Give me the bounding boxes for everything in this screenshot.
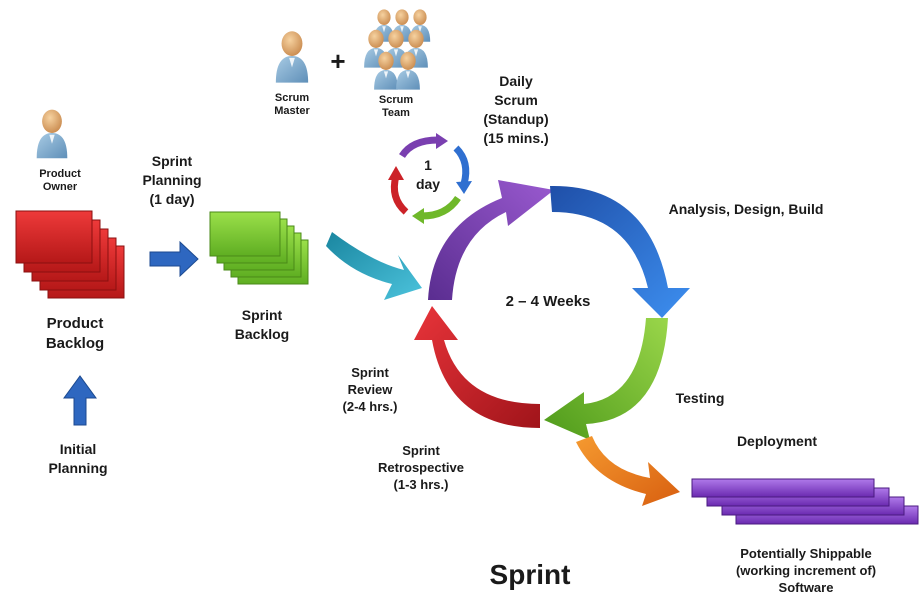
- sprint-backlog-label: Sprint Backlog: [214, 306, 310, 344]
- shippable-line-3: Software: [778, 580, 834, 595]
- scrum-team-icon: [364, 9, 431, 90]
- daily-scrum-line-3: (Standup): [483, 111, 549, 127]
- scrum-team-line-2: Team: [382, 107, 410, 119]
- sprint-review-line-3: (2-4 hrs.): [342, 399, 398, 414]
- sprint-review-label: Sprint Review (2-4 hrs.): [330, 364, 410, 415]
- teal-arrow: [326, 232, 422, 300]
- cycle-arrow-blue: [550, 185, 690, 318]
- sprint-planning-label: Sprint Planning (1 day): [124, 152, 220, 209]
- product-backlog-stack: [15, 210, 125, 299]
- scrum-team-label: Scrum Team: [366, 94, 426, 120]
- sprint-planning-arrow: [149, 240, 199, 278]
- scrum-master-label: Scrum Master: [262, 92, 322, 118]
- deployment-arrow: [576, 436, 680, 506]
- sprint-duration: 2 – 4 Weeks: [505, 293, 591, 310]
- daily-cycle-line-2: day: [415, 176, 441, 192]
- shippable-line-2: (working increment of): [735, 563, 877, 578]
- sprint-planning-line-2: Planning: [142, 172, 202, 188]
- analysis-label: Analysis, Design, Build: [668, 201, 824, 217]
- daily-scrum-line-4: (15 mins.): [483, 130, 549, 146]
- product-backlog-label: Product Backlog: [20, 314, 130, 354]
- deployment-label: Deployment: [736, 433, 818, 449]
- sprint-planning-line-1: Sprint: [151, 153, 193, 169]
- product-backlog-line-1: Product: [46, 315, 104, 332]
- cycle-arrow-purple: [428, 180, 554, 300]
- sprint-retrospective-line-1: Sprint: [402, 443, 440, 458]
- initial-planning-arrow: [63, 375, 97, 426]
- product-owner-line-2: Owner: [42, 181, 78, 193]
- initial-planning-label: Initial Planning: [28, 440, 128, 478]
- sprint-backlog-line-2: Backlog: [234, 326, 290, 342]
- initial-planning-line-1: Initial: [59, 441, 97, 457]
- scrum-master-line-1: Scrum: [274, 92, 310, 104]
- product-owner-icon: [36, 109, 68, 159]
- sprint-review-line-2: Review: [347, 382, 393, 397]
- testing-label: Testing: [675, 390, 725, 406]
- daily-cycle-label: 1 day: [408, 156, 448, 194]
- daily-cycle-arrows: [388, 133, 472, 224]
- daily-scrum-label: Daily Scrum (Standup) (15 mins.): [466, 72, 566, 148]
- product-backlog-line-2: Backlog: [45, 335, 105, 352]
- product-owner-label: Product Owner: [28, 168, 92, 194]
- sprint-review-line-1: Sprint: [351, 365, 389, 380]
- shippable-line-1: Potentially Shippable: [740, 546, 872, 561]
- sprint-retrospective-label: Sprint Retrospective (1-3 hrs.): [366, 442, 476, 493]
- sprint-backlog-line-1: Sprint: [241, 307, 283, 323]
- scrum-master-icon: [275, 31, 309, 83]
- product-owner-line-1: Product: [39, 168, 81, 180]
- sprint-cycle: [414, 180, 690, 440]
- scrum-team-line-1: Scrum: [378, 94, 414, 106]
- software-stack: [691, 478, 919, 525]
- sprint-retrospective-line-2: Retrospective: [378, 460, 464, 475]
- sprint-title: Sprint: [489, 559, 571, 590]
- initial-planning-line-2: Planning: [48, 460, 108, 476]
- plus-sign: +: [330, 46, 346, 76]
- scrum-master-line-2: Master: [274, 105, 310, 117]
- sprint-backlog-stack: [209, 211, 309, 285]
- cycle-arrow-red: [414, 306, 540, 428]
- daily-scrum-line-2: Scrum: [494, 92, 538, 108]
- daily-scrum-line-1: Daily: [499, 73, 533, 89]
- daily-cycle-line-1: 1: [424, 157, 432, 173]
- sprint-retrospective-line-3: (1-3 hrs.): [393, 477, 449, 492]
- sprint-planning-line-3: (1 day): [149, 191, 195, 207]
- cycle-arrow-green: [544, 318, 668, 440]
- shippable-label: Potentially Shippable (working increment…: [696, 545, 916, 596]
